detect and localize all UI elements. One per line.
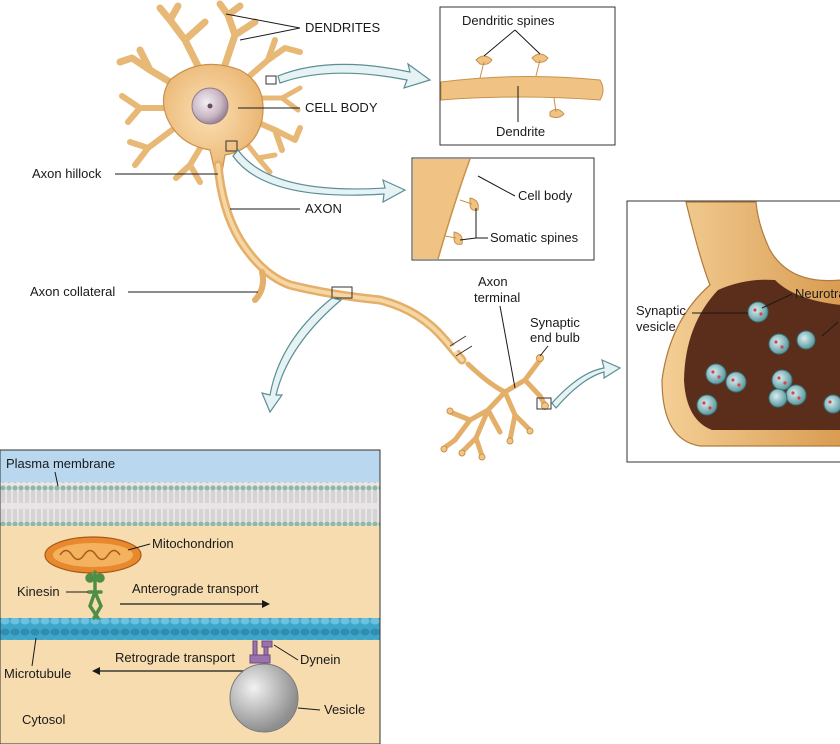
label-neurotransmitter: Neurotra <box>795 286 840 301</box>
label-synaptic-vesicle-2: vesicle <box>636 319 676 334</box>
label-retrograde-transport: Retrograde transport <box>115 650 235 665</box>
label-axon: AXON <box>305 201 342 216</box>
zoom-arrow-axon <box>260 297 343 414</box>
neuron <box>116 0 549 461</box>
dendrite-segment <box>440 75 604 101</box>
zoom-arrow-terminal <box>551 358 622 409</box>
label-synaptic-end-bulb-2: end bulb <box>530 330 580 345</box>
kinesin-motor <box>85 570 105 620</box>
label-cell-body: CELL BODY <box>305 100 378 115</box>
transport-vesicle <box>229 663 299 733</box>
dynein-motor <box>249 640 273 664</box>
label-axon-hillock: Axon hillock <box>32 166 102 181</box>
zoom-arrow-soma <box>232 149 407 204</box>
synaptic-vesicles <box>696 301 840 416</box>
label-cytosol: Cytosol <box>22 712 65 727</box>
end-bulbs <box>440 354 549 461</box>
zoom-box-soma <box>225 140 238 152</box>
label-synaptic-vesicle-1: Synaptic <box>636 303 686 318</box>
microtubule <box>0 618 380 640</box>
plasma-membrane-band <box>0 450 380 482</box>
label-dendrites: DENDRITES <box>305 20 380 35</box>
zoom-box-terminal <box>536 397 552 410</box>
label-cell-body-inset: Cell body <box>518 188 573 203</box>
zoom-box-axon <box>331 286 353 299</box>
label-synaptic-end-bulb-1: Synaptic <box>530 315 580 330</box>
label-axon-terminal-1: Axon <box>478 274 508 289</box>
label-plasma-membrane: Plasma membrane <box>6 456 115 471</box>
inset-soma: Cell body Somatic spines <box>411 157 595 261</box>
zoom-arrows <box>232 62 622 414</box>
label-somatic-spines: Somatic spines <box>490 230 579 245</box>
label-dendrite: Dendrite <box>496 124 545 139</box>
zoom-arrow-dendrite <box>277 62 432 89</box>
label-kinesin: Kinesin <box>17 584 60 599</box>
axon-terminal-branches <box>441 357 548 459</box>
label-microtubule: Microtubule <box>4 666 71 681</box>
transport-panel: Plasma membrane Mitochondrion Kinesin An… <box>0 449 381 744</box>
label-vesicle: Vesicle <box>324 702 365 717</box>
label-mitochondrion: Mitochondrion <box>152 536 234 551</box>
plasma-membrane <box>0 482 380 526</box>
mitochondrion <box>44 536 142 574</box>
axon-collateral-shape <box>252 269 267 303</box>
label-axon-collateral: Axon collateral <box>30 284 115 299</box>
inset-dendrite: Dendritic spines Dendrite <box>439 6 616 146</box>
soma-edge <box>413 159 470 259</box>
inset-synapse: Synaptic vesicle Neurotra <box>626 200 840 463</box>
label-dynein: Dynein <box>300 652 340 667</box>
label-anterograde-transport: Anterograde transport <box>132 581 259 596</box>
zoom-box-dendrite <box>265 75 277 85</box>
neuron-labels: DENDRITES CELL BODY Axon hillock AXON Ax… <box>30 13 580 389</box>
label-axon-terminal-2: terminal <box>474 290 520 305</box>
label-dendritic-spines: Dendritic spines <box>462 13 555 28</box>
